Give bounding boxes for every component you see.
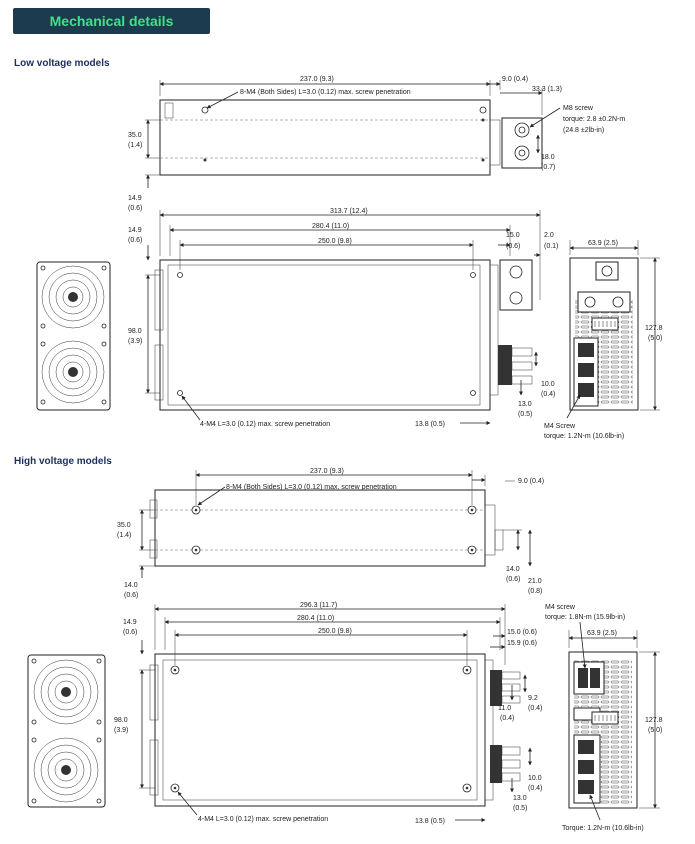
header-banner: Mechanical details xyxy=(13,8,210,34)
high-top-dim-14-left: 14.0 xyxy=(124,582,138,589)
svg-text:(0.6): (0.6) xyxy=(124,592,138,599)
high-fan-view xyxy=(27,654,106,808)
high-m4-torque: torque: 1.8N-m (15.9lb-in) xyxy=(545,614,625,621)
low-front-dim-313-7: 313.7 (12.4) xyxy=(330,208,368,215)
high-front-dim-13-8: 13.8 (0.5) xyxy=(415,818,445,825)
low-front-dim-15: 15.0 xyxy=(506,232,520,239)
low-front-dim-10: 10.0 xyxy=(541,381,555,388)
low-top-dim-14-9: 14.9 xyxy=(128,195,142,202)
high-front-dim-98: 98.0 xyxy=(114,717,128,724)
high-front-dim-250: 250.0 (9.8) xyxy=(318,628,352,635)
low-front-housing xyxy=(159,259,491,411)
high-front-dim-14-9: 14.9 xyxy=(123,619,137,626)
low-top-screw-hole xyxy=(201,106,209,114)
high-front-dim-15-9: 15.9 (0.6) xyxy=(507,640,537,647)
low-top-housing xyxy=(159,99,491,176)
high-fan-2 xyxy=(31,737,102,804)
high-front-dim-10: 10.0 xyxy=(528,775,542,782)
low-front-dim-2: 2.0 xyxy=(544,232,554,239)
low-front-view: 313.7 (12.4) 280.4 (11.0) 250.0 (9.8) 15… xyxy=(128,208,558,428)
high-top-dim-35: 35.0 xyxy=(117,522,131,529)
svg-text:(0.4): (0.4) xyxy=(500,715,514,722)
high-top-view: 237.0 (9.3) 9.0 (0.4) 8-M4 (Both Sides) … xyxy=(117,468,544,599)
svg-text:(5.0): (5.0) xyxy=(648,727,662,734)
low-top-screw-note: 8-M4 (Both Sides) L=3.0 (0.12) max. scre… xyxy=(240,89,411,96)
svg-text:(0.6): (0.6) xyxy=(123,629,137,636)
svg-text:(0.7): (0.7) xyxy=(541,164,555,171)
svg-text:(1.4): (1.4) xyxy=(128,142,142,149)
high-front-housing xyxy=(154,653,486,807)
svg-text:(0.8): (0.8) xyxy=(528,588,542,595)
svg-text:(0.4): (0.4) xyxy=(541,391,555,398)
low-m4-label: M4 Screw xyxy=(544,423,576,430)
low-front-dim-98: 98.0 xyxy=(128,328,142,335)
low-top-dim-237: 237.0 (9.3) xyxy=(300,76,334,83)
svg-text:(0.4): (0.4) xyxy=(528,785,542,792)
section-title-high: High voltage models xyxy=(14,456,112,467)
svg-text:(0.4): (0.4) xyxy=(528,705,542,712)
svg-text:(0.6): (0.6) xyxy=(506,243,520,250)
high-fan-panel xyxy=(27,654,106,808)
low-fan-1 xyxy=(40,265,107,329)
svg-text:(0.5): (0.5) xyxy=(513,805,527,812)
low-side-dim-127-8: 127.8 xyxy=(645,325,663,332)
high-front-bottom-note: 4-M4 L=3.0 (0.12) max. screw penetration xyxy=(198,816,328,823)
svg-text:(0.6): (0.6) xyxy=(506,576,520,583)
high-front-dim-15: 15.0 (0.6) xyxy=(507,629,537,636)
low-front-screw-hole xyxy=(177,272,183,278)
low-fan-view xyxy=(36,261,111,411)
low-top-view: 237.0 (9.3) 9.0 (0.4) 33.3 (1.3) 8-M4 (B… xyxy=(128,76,625,212)
high-fan-1 xyxy=(31,658,102,725)
low-front-dim-13-8: 13.8 (0.5) xyxy=(415,421,445,428)
svg-text:(0.6): (0.6) xyxy=(128,205,142,212)
section-title-low: Low voltage models xyxy=(14,58,110,69)
low-m8-torque-lb: (24.8 ±2lb-in) xyxy=(563,127,604,134)
svg-text:(3.9): (3.9) xyxy=(128,338,142,345)
low-front-dim-280-4: 280.4 (11.0) xyxy=(312,223,349,230)
low-front-bottom-note: 4-M4 L=3.0 (0.12) max. screw penetration xyxy=(200,421,330,428)
low-m8-torque: torque: 2.8 ±0.2N-m xyxy=(563,116,625,123)
page-title: Mechanical details xyxy=(49,13,174,29)
high-front-dim-13: 13.0 xyxy=(513,795,527,802)
svg-text:(3.9): (3.9) xyxy=(114,727,128,734)
svg-text:(5.0): (5.0) xyxy=(648,335,662,342)
low-top-dim-9: 9.0 (0.4) xyxy=(502,76,528,83)
high-top-screw-note: 8-M4 (Both Sides) L=3.0 (0.12) max. scre… xyxy=(226,484,397,491)
high-side-torque: Torque: 1.2N-m (10.6lb-in) xyxy=(562,825,644,832)
high-front-dim-280-4: 280.4 (11.0) xyxy=(297,615,334,622)
svg-text:(0.5): (0.5) xyxy=(518,411,532,418)
low-fan-panel xyxy=(36,261,111,411)
high-m4-label: M4 screw xyxy=(545,604,576,611)
high-top-dim-9: 9.0 (0.4) xyxy=(518,478,544,485)
svg-text:(1.4): (1.4) xyxy=(117,532,131,539)
svg-text:(0.1): (0.1) xyxy=(544,243,558,250)
low-m4-torque: torque: 1.2N-m (10.6lb-in) xyxy=(544,433,624,440)
high-top-dim-21: 21.0 xyxy=(528,578,542,585)
low-front-dim-13: 13.0 xyxy=(518,401,532,408)
high-front-view: 296.3 (11.7) 280.4 (11.0) 250.0 (9.8) 15… xyxy=(114,602,542,825)
high-front-dim-296-3: 296.3 (11.7) xyxy=(300,602,337,609)
low-m8-label: M8 screw xyxy=(563,105,594,112)
high-top-housing xyxy=(154,489,486,567)
high-front-dim-11: 11.0 xyxy=(498,705,511,712)
high-side-dim-127-8: 127.8 xyxy=(645,717,663,724)
high-side-dim-63-9: 63.9 (2.5) xyxy=(587,630,617,637)
low-fan-2 xyxy=(40,340,107,405)
low-side-dim-63-9: 63.9 (2.5) xyxy=(588,240,618,247)
low-side-view: 63.9 (2.5) 127.8 (5.0) M4 Screw torque: … xyxy=(544,240,663,440)
low-top-dim-333: 33.3 (1.3) xyxy=(532,86,562,93)
svg-text:(0.6): (0.6) xyxy=(128,237,142,244)
low-top-dim-18: 18.0 xyxy=(541,154,555,161)
low-top-dim-35: 35.0 xyxy=(128,132,142,139)
low-front-dim-14-9: 14.9 xyxy=(128,227,142,234)
high-side-view: M4 screw torque: 1.8N-m (15.9lb-in) 63.9… xyxy=(545,604,663,832)
high-top-dim-14-right: 14.0 xyxy=(506,566,520,573)
high-top-dim-237: 237.0 (9.3) xyxy=(310,468,344,475)
low-front-dim-250: 250.0 (9.8) xyxy=(318,238,352,245)
high-front-dim-9-2: 9.2 xyxy=(528,695,538,702)
